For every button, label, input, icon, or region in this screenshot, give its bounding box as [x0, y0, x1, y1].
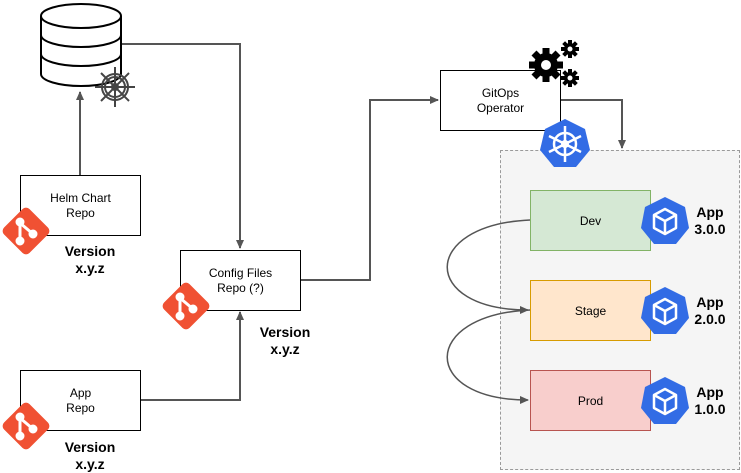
- arrow-gitops-to-cluster: [560, 99, 626, 149]
- arrow-config-to-gitops: [301, 96, 439, 281]
- env-stage-box: Stage: [530, 280, 651, 341]
- gears-icon: [529, 40, 579, 87]
- arrow-dev-to-stage: [446, 219, 531, 314]
- stage-app-version-label: App 2.0.0: [694, 294, 726, 327]
- env-prod-box: Prod: [530, 370, 651, 431]
- helm-wheel-icon: [95, 67, 135, 107]
- kubernetes-cube-icon: [641, 197, 689, 244]
- git-icon: [2, 207, 50, 255]
- git-icon: [2, 402, 50, 450]
- env-dev-box: Dev: [530, 190, 651, 251]
- prod-app-version-label: App 1.0.0: [694, 384, 726, 417]
- git-icon: [162, 282, 210, 330]
- app-version-label: Version x.y.z: [64, 439, 116, 472]
- arrow-app-to-config: [141, 311, 244, 401]
- helm-version-label: Version x.y.z: [64, 243, 116, 276]
- kubernetes-icon: [540, 119, 590, 167]
- config-version-label: Version x.y.z: [259, 324, 311, 357]
- arrow-stage-to-prod: [446, 309, 531, 404]
- kubernetes-cube-icon: [641, 287, 689, 334]
- gitops-operator-box: GitOps Operator: [440, 70, 561, 131]
- arrow-db-to-config: [121, 43, 244, 249]
- kubernetes-cube-icon: [641, 377, 689, 424]
- app-repo-box: App Repo: [20, 370, 141, 431]
- dev-app-version-label: App 3.0.0: [694, 204, 726, 237]
